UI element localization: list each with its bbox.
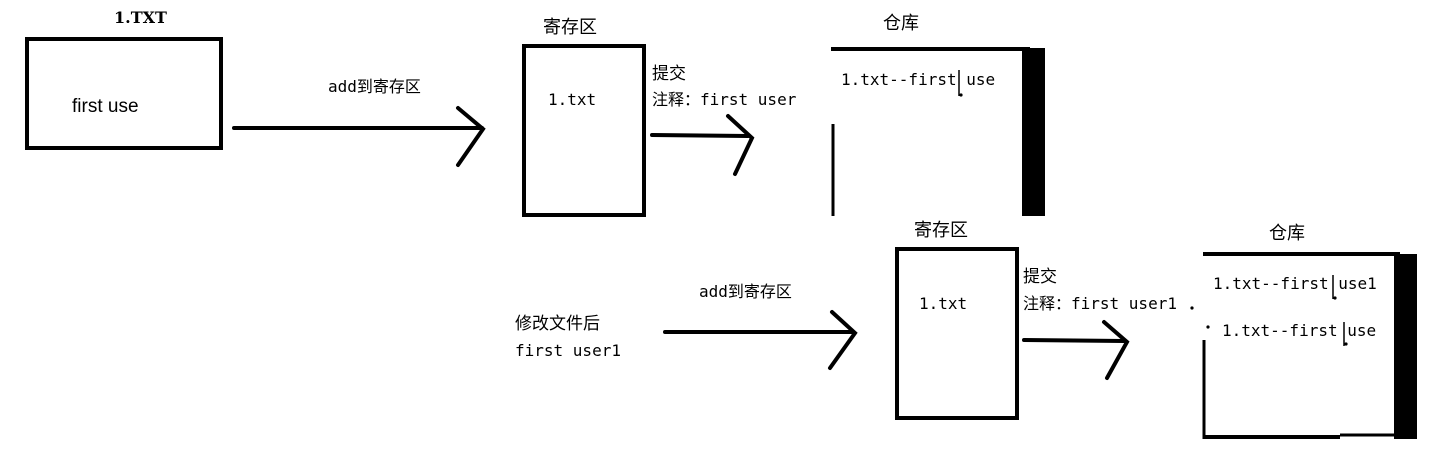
commit-note-1: 注释：first user	[652, 90, 797, 109]
modify-label: 修改文件后	[515, 314, 600, 334]
staging-box-1: 1.txt	[522, 44, 646, 217]
modify-content: first user1	[515, 341, 621, 360]
file-title: 1.TXT	[114, 8, 167, 27]
commit-note-2: 注释：first user1	[1023, 294, 1177, 313]
file-box: first use	[25, 37, 223, 150]
staging-content-2: 1.txt	[919, 294, 968, 313]
add-label-2: add到寄存区	[699, 282, 792, 301]
commit-arrow-2	[1022, 320, 1130, 380]
add-label-1: add到寄存区	[328, 77, 421, 96]
repo-box-1	[831, 47, 1045, 216]
repo-title-2: 仓库	[1269, 223, 1305, 244]
repo-entry-2a: 1.txt--first use1	[1213, 274, 1377, 293]
commit-label-2: 提交	[1023, 267, 1057, 287]
staging-box-2: 1.txt	[895, 247, 1019, 420]
repo-title-1: 仓库	[883, 13, 919, 34]
commit-label-1: 提交	[652, 64, 686, 84]
repo-box-2	[1202, 252, 1417, 439]
add-arrow-1	[232, 106, 486, 167]
staging-title-2: 寄存区	[914, 220, 968, 241]
staging-content-1: 1.txt	[548, 90, 597, 109]
repo-entry-1: 1.txt--first use	[841, 70, 996, 89]
commit-arrow-1	[650, 114, 755, 176]
file-content: first use	[72, 96, 139, 117]
staging-title-1: 寄存区	[543, 17, 597, 38]
add-arrow-2	[663, 310, 858, 370]
repo-entry-2b: 1.txt--first use	[1222, 321, 1377, 340]
